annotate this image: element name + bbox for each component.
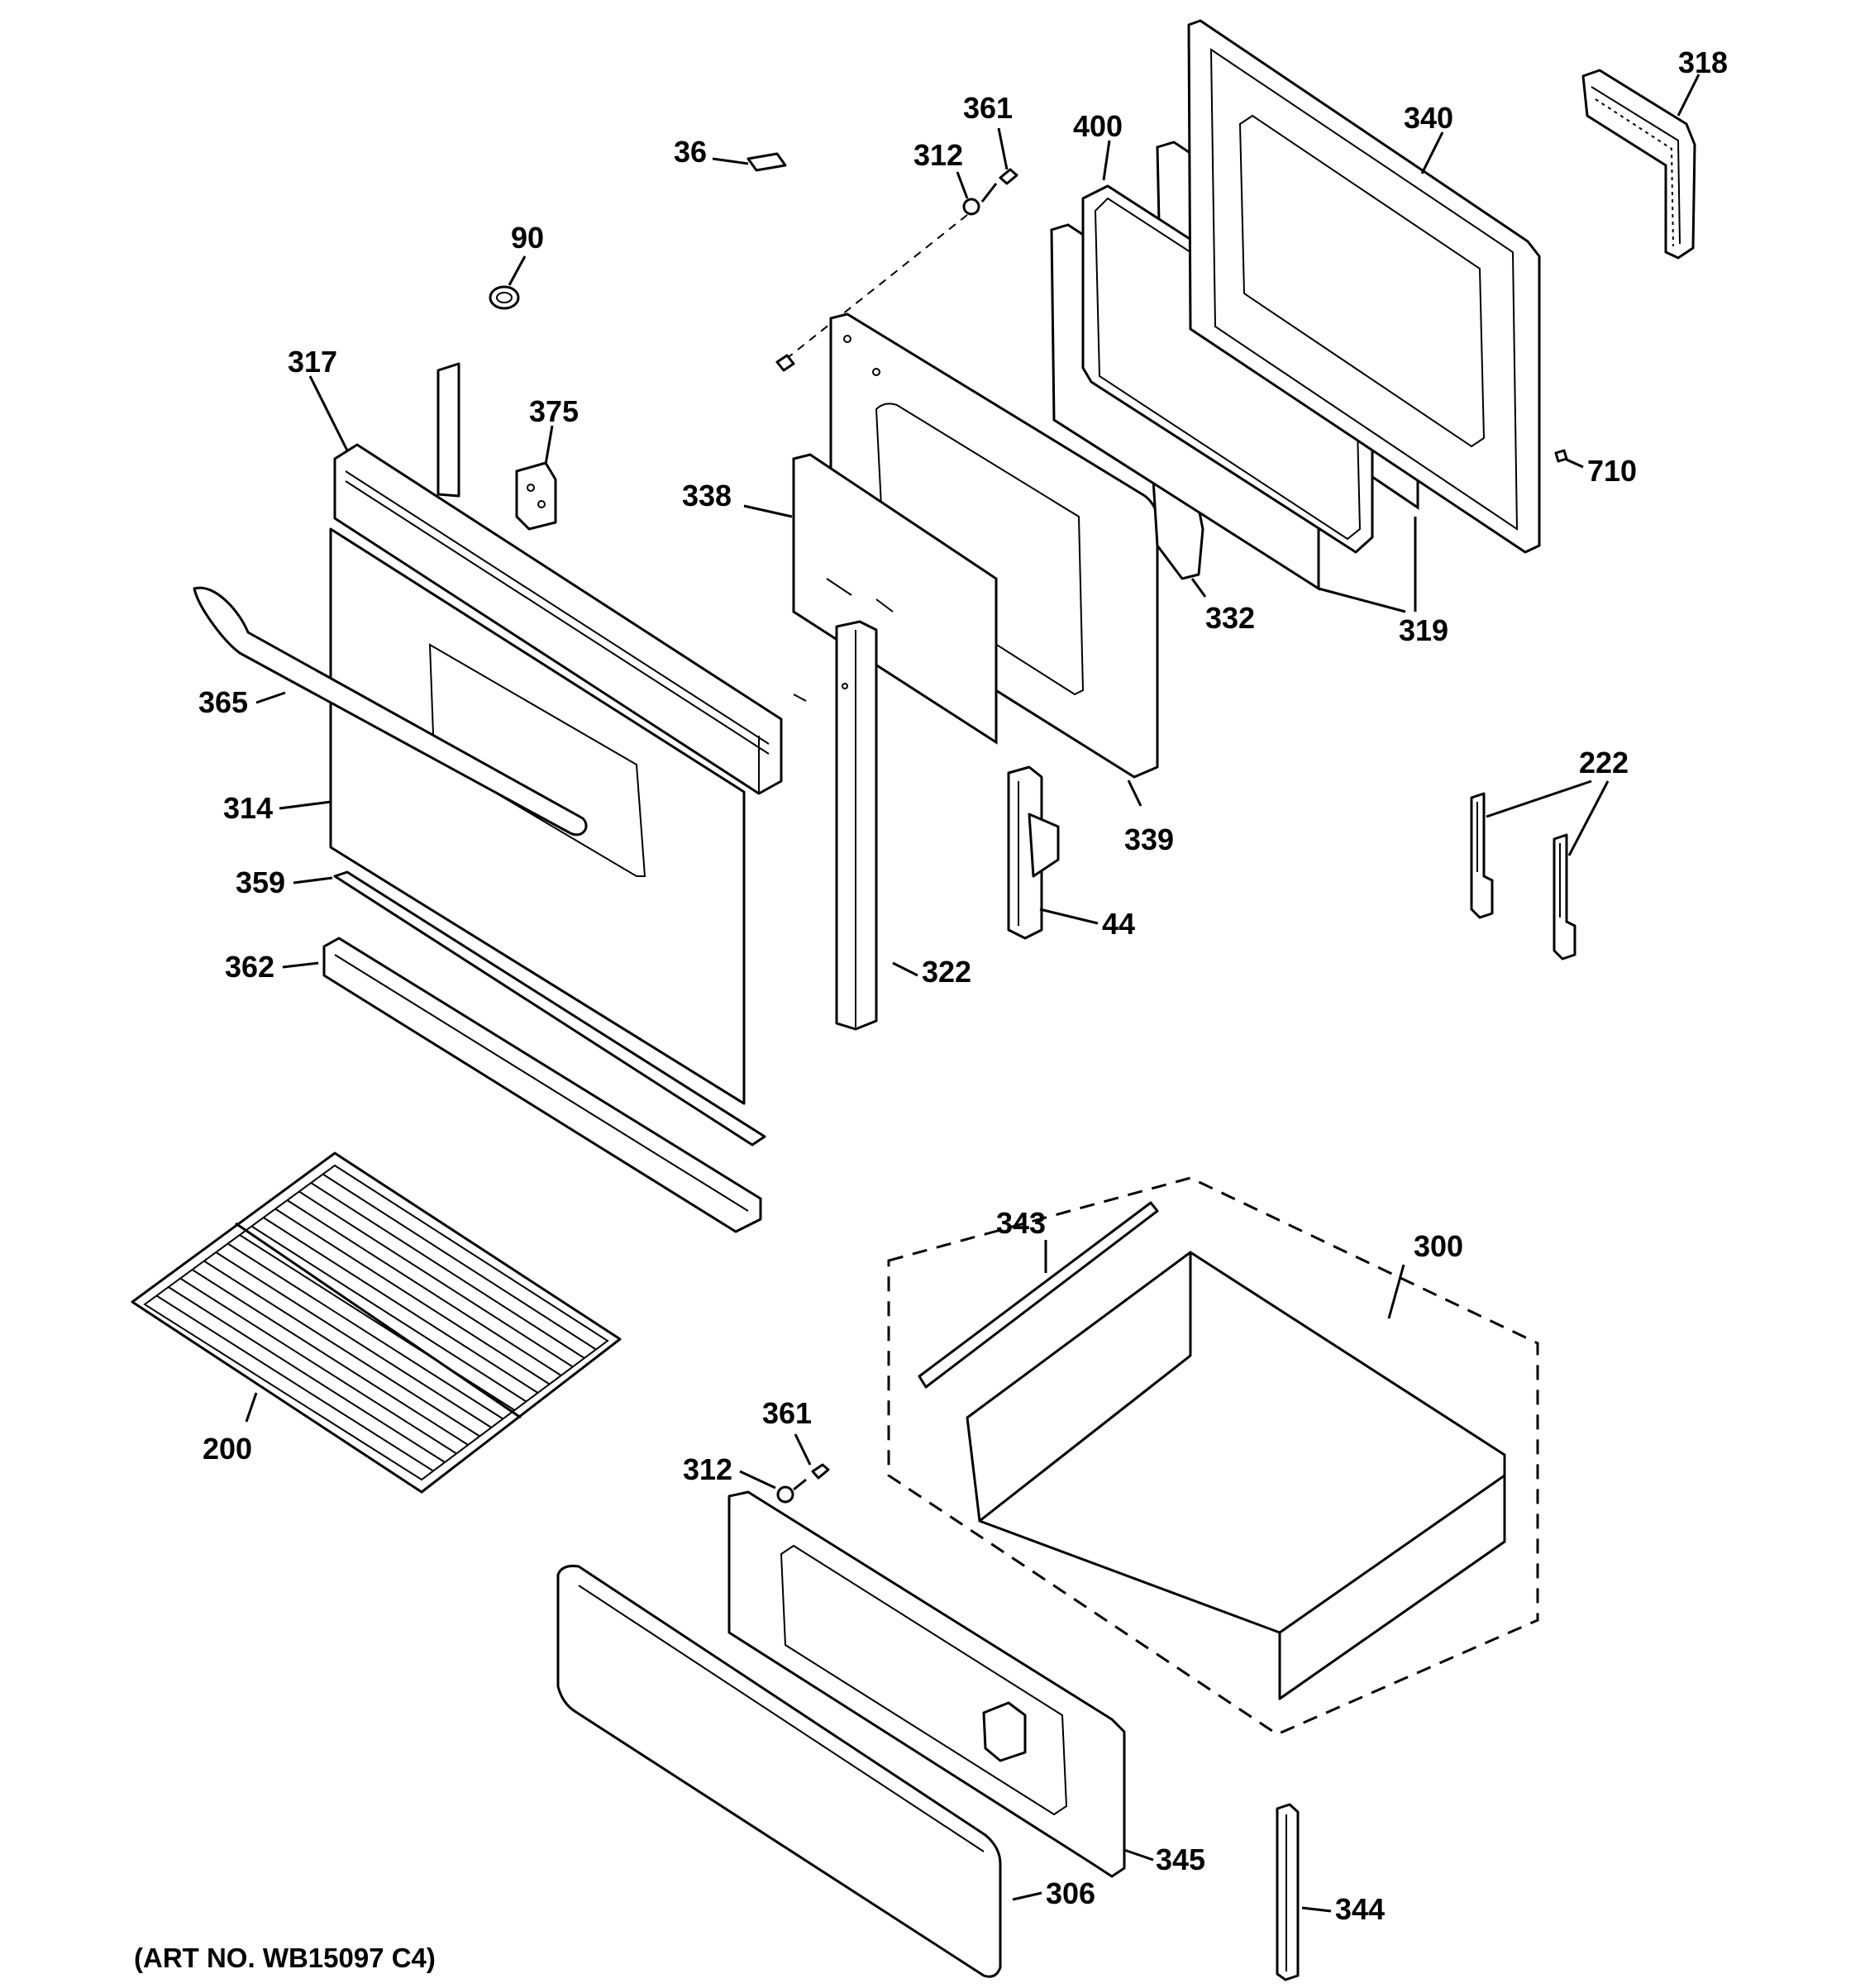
callout-318: 318	[1678, 45, 1728, 79]
callout-332: 332	[1205, 601, 1255, 635]
part-344-drawer-slide: 344	[1276, 1803, 1385, 1981]
rack-wire	[310, 1182, 585, 1359]
part-312-bottom-washer: 312	[683, 1452, 794, 1504]
callout-362: 362	[225, 950, 274, 984]
part-710-screw: 710	[1554, 449, 1637, 488]
part-312-top-washer: 312	[775, 138, 980, 372]
rack-wire	[286, 1199, 562, 1376]
rack-wire	[155, 1294, 434, 1472]
callout-361-bottom: 361	[762, 1396, 812, 1430]
callout-359: 359	[236, 865, 285, 899]
callout-338: 338	[682, 479, 732, 512]
part-340-door-liner: 340	[1187, 19, 1541, 554]
part-361-top-screw: 361	[963, 91, 1018, 203]
callout-343: 343	[996, 1206, 1046, 1240]
callout-340: 340	[1404, 101, 1453, 135]
callout-322: 322	[922, 955, 971, 989]
callout-344: 344	[1335, 1892, 1385, 1926]
callout-36: 36	[674, 135, 707, 169]
part-362-kick-panel: 362	[225, 937, 762, 1233]
part-200-oven-rack: 200	[131, 1151, 622, 1494]
rack-wire	[168, 1286, 446, 1463]
art-number: (ART NO. WB15097 C4)	[134, 1943, 436, 1973]
callout-710: 710	[1587, 454, 1637, 488]
callout-222: 222	[1579, 746, 1629, 779]
part-306-drawer-panel: 306	[556, 1565, 1095, 1978]
callout-375: 375	[529, 394, 579, 428]
callout-300: 300	[1414, 1229, 1463, 1263]
callout-90: 90	[511, 221, 544, 255]
part-44-hinge: 44	[1007, 765, 1135, 941]
rack-wire	[250, 1225, 527, 1403]
callout-365: 365	[198, 685, 248, 719]
callout-306: 306	[1046, 1876, 1095, 1910]
part-300-drawer: 300	[887, 1176, 1539, 1736]
rack-wire	[227, 1242, 503, 1420]
callout-361-top: 361	[963, 91, 1013, 125]
rack-wire	[298, 1190, 574, 1368]
callout-345: 345	[1156, 1843, 1205, 1876]
part-90-grommet: 90	[489, 221, 544, 310]
callout-200: 200	[203, 1432, 252, 1466]
rack-wire	[274, 1208, 551, 1385]
callout-312-top: 312	[913, 138, 963, 172]
part-222-hinges: 222	[1470, 746, 1629, 961]
callout-312-bottom: 312	[683, 1452, 732, 1486]
part-345-drawer-frame: 345	[727, 1490, 1205, 1878]
part-359-bottom-trim: 359	[236, 865, 766, 1147]
rack-wire	[322, 1173, 597, 1351]
part-361-bottom-screw: 361	[762, 1396, 830, 1491]
part-322-side-channel: 322	[793, 620, 971, 1031]
part-338-inner-glass: 338	[682, 453, 998, 745]
rack-wire	[191, 1269, 469, 1446]
part-375-bracket: 375	[515, 394, 579, 531]
callout-317: 317	[288, 345, 337, 379]
callout-400: 400	[1073, 109, 1123, 143]
callout-44: 44	[1102, 907, 1135, 941]
part-365-door-handle: 365	[193, 586, 588, 837]
rack-wire	[203, 1260, 480, 1437]
part-318-insulation: 318	[1581, 45, 1728, 260]
part-317-door-trim: 317	[288, 345, 783, 795]
callout-319: 319	[1399, 613, 1448, 647]
rack-wire	[179, 1277, 457, 1455]
rack-wire	[263, 1217, 539, 1394]
callout-339: 339	[1124, 822, 1174, 856]
part-36-clip: 36	[674, 135, 787, 172]
callout-314: 314	[223, 791, 273, 825]
rack-wire	[215, 1251, 492, 1428]
part-343-drawer-rail: 343	[918, 1201, 1159, 1389]
